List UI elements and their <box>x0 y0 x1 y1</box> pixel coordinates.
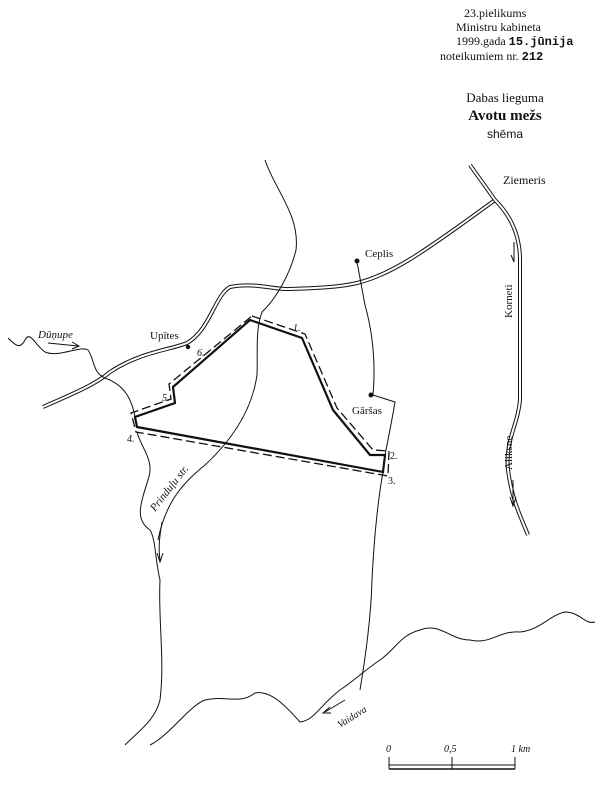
road-main <box>42 198 497 409</box>
date-value: 15.jūnija <box>508 35 574 49</box>
date-prefix: 1999.gada <box>456 34 506 48</box>
road-korneti-arrow <box>510 242 515 263</box>
label-ceplis: Ceplis <box>365 248 393 260</box>
river-dunupe <box>7 336 136 418</box>
point-2: 2. <box>390 451 398 462</box>
title-line1: Dabas lieguma <box>466 90 544 105</box>
label-ziemeris: Ziemeris <box>503 173 546 187</box>
regulation-number: noteikumiem nr. 212 <box>440 49 600 64</box>
point-3: 3. <box>388 476 396 487</box>
reserve-name: Avotu mežs <box>468 108 542 124</box>
point-6: 6. <box>197 348 205 359</box>
number-value: 212 <box>521 50 544 64</box>
stream-garsas-east <box>372 394 396 456</box>
river-vaidava-arrow <box>321 699 346 714</box>
road-ziemeris-korneti <box>468 163 530 536</box>
point-4: 4. <box>127 434 135 445</box>
regulation-date: 1999.gada 15.jūnija <box>440 34 600 49</box>
river-prindulu-arrow <box>156 521 164 564</box>
river-vaidava <box>149 611 596 746</box>
label-dunupe: Dūņupe <box>37 329 73 341</box>
title-line3: shēma <box>486 127 524 141</box>
label-aliksne: Aliksne <box>503 436 515 470</box>
point-1: 1. <box>293 323 301 334</box>
issuer: Ministru kabineta <box>456 20 541 34</box>
label-korneti: Korneti <box>503 284 515 318</box>
label-garsas: Gāršas <box>352 405 382 417</box>
map-title: Dabas lieguma Avotu mežs shēma <box>420 90 590 141</box>
point-5: 5. <box>162 393 170 404</box>
scale-bar <box>388 757 516 770</box>
scale-half: 0,5 <box>444 744 457 755</box>
settlement-ceplis-dot <box>354 258 360 264</box>
label-vaidava: Vaidava <box>336 704 369 730</box>
river-lower-west <box>124 431 163 746</box>
label-upites: Upītes <box>150 330 179 342</box>
annex-header: 23.pielikums Ministru kabineta 1999.gada… <box>440 6 600 64</box>
road-aliksne-arrow <box>509 480 517 508</box>
settlement-upites-dot <box>185 344 191 350</box>
river-dunupe-arrow <box>47 341 81 350</box>
stream-ceplis <box>356 261 375 396</box>
reserve-boundary <box>130 315 390 477</box>
river-prindulu <box>157 159 297 541</box>
scale-one: 1 km <box>511 744 530 755</box>
river-east <box>359 471 384 691</box>
scale-0: 0 <box>386 744 391 755</box>
settlement-garsas-dot <box>368 392 374 398</box>
annex-number: 23.pielikums <box>464 6 527 20</box>
number-prefix: noteikumiem nr. <box>440 49 519 63</box>
